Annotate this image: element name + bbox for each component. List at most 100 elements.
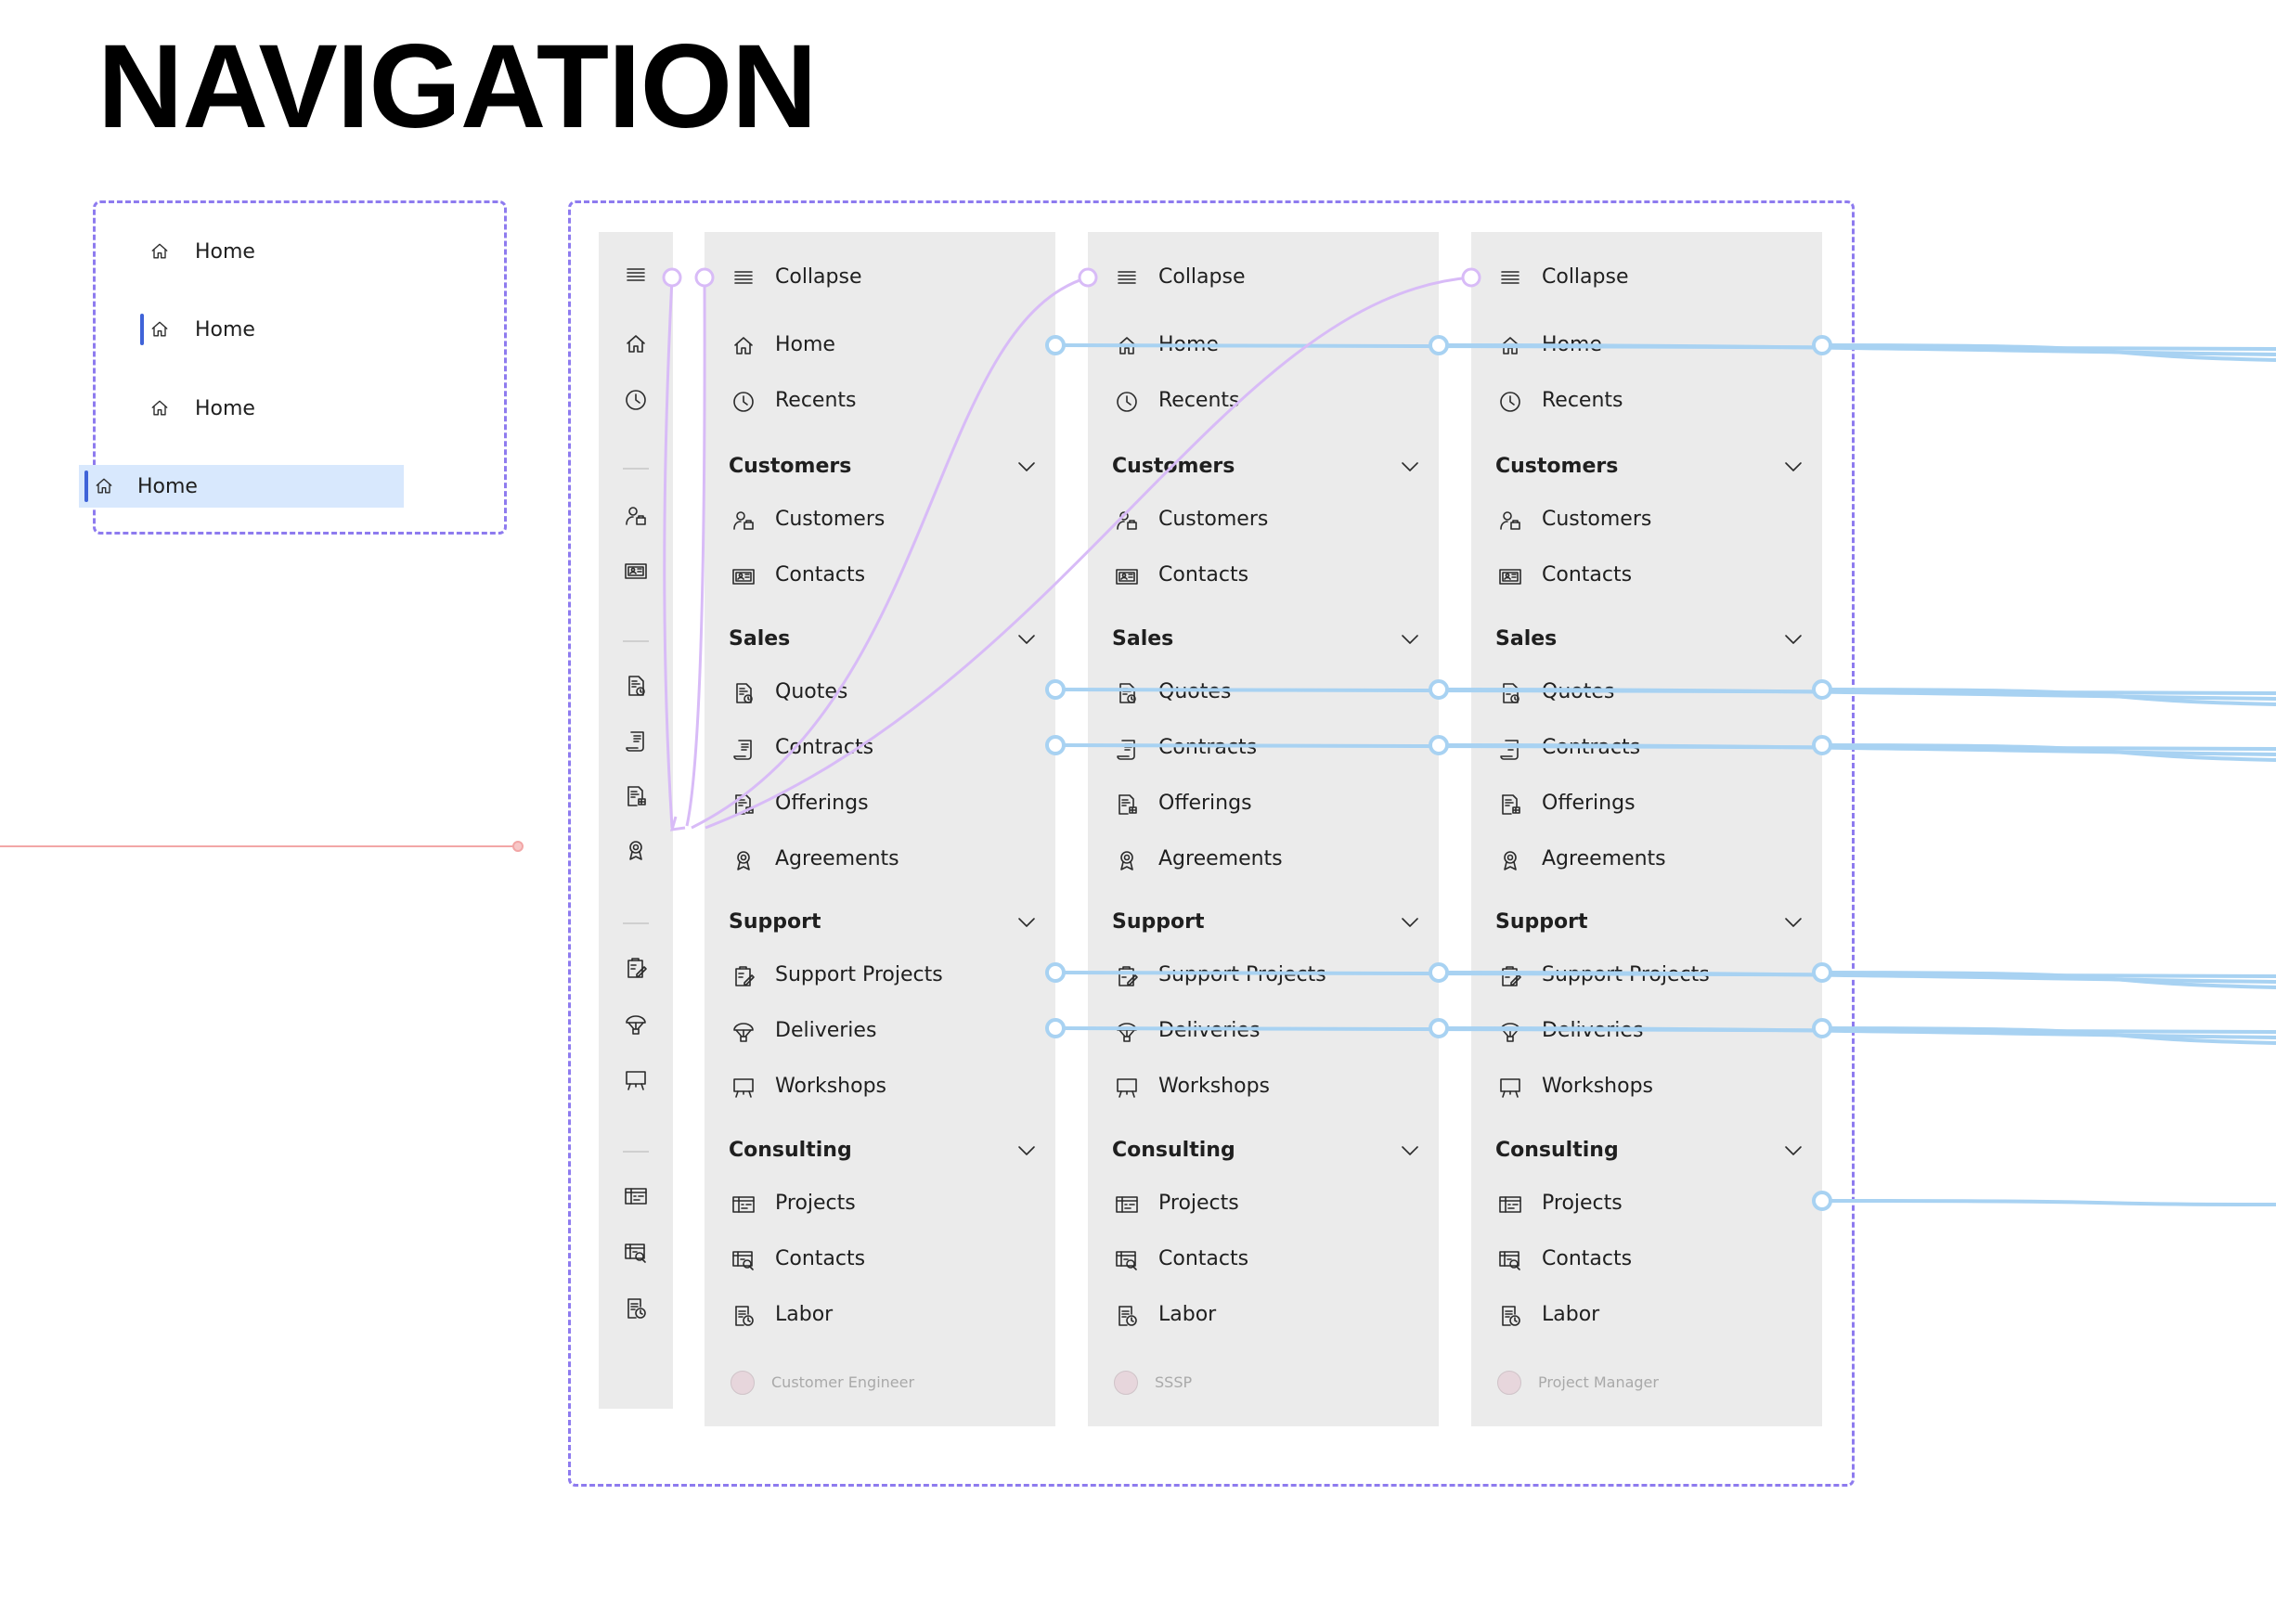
nav-item-projects[interactable]: Projects [705, 1184, 1055, 1225]
nav-item-state-selected[interactable]: Home [79, 465, 404, 508]
nav-item-state-default[interactable]: Home [56, 230, 408, 273]
nav-item-label: Labor [1158, 1303, 1217, 1326]
nav-item-agreements[interactable]: Agreements [1471, 840, 1822, 881]
clock-icon[interactable] [623, 387, 649, 413]
nav-item-contacts[interactable]: Contacts [1088, 556, 1439, 597]
nav-item-quotes[interactable]: Quotes [1471, 673, 1822, 714]
group-header-support[interactable]: Support [705, 907, 1055, 940]
nav-item-state-default[interactable]: Home [56, 387, 408, 430]
customer-icon [731, 508, 757, 534]
nav-item-labor[interactable]: Labor [705, 1295, 1055, 1336]
nav-item-customers[interactable]: Customers [1471, 500, 1822, 541]
nav-item-contracts[interactable]: Contracts [1088, 728, 1439, 769]
group-title: Sales [729, 627, 791, 651]
hamburger-icon [1114, 265, 1140, 291]
nav-item-contracts[interactable]: Contracts [1471, 728, 1822, 769]
chevron-down-icon[interactable] [1783, 912, 1804, 933]
quote-icon[interactable] [623, 673, 649, 699]
chevron-down-icon[interactable] [1783, 1141, 1804, 1161]
nav-item-support-projects[interactable]: Support Projects [1471, 956, 1822, 997]
nav-item-offerings[interactable]: Offerings [1088, 784, 1439, 825]
nav-item-deliveries[interactable]: Deliveries [1088, 1012, 1439, 1052]
nav-item-projects[interactable]: Projects [1471, 1184, 1822, 1225]
group-header-customers[interactable]: Customers [705, 451, 1055, 484]
nav-item-contacts[interactable]: Contacts [1471, 1240, 1822, 1281]
chevron-down-icon[interactable] [1016, 912, 1037, 933]
selection-indicator [140, 314, 144, 345]
nav-item-contacts[interactable]: Contacts [1088, 1240, 1439, 1281]
nav-item-deliveries[interactable]: Deliveries [705, 1012, 1055, 1052]
collapse-button[interactable]: Collapse [1088, 258, 1439, 299]
chevron-down-icon[interactable] [1400, 457, 1420, 477]
nav-item-support-projects[interactable]: Support Projects [1088, 956, 1439, 997]
nav-item-agreements[interactable]: Agreements [705, 840, 1055, 881]
nav-item-labor[interactable]: Labor [1088, 1295, 1439, 1336]
nav-item-quotes[interactable]: Quotes [1088, 673, 1439, 714]
contact-card-icon[interactable] [623, 558, 649, 584]
chevron-down-icon[interactable] [1783, 629, 1804, 650]
home-icon[interactable] [623, 331, 649, 357]
nav-item-label: Contacts [1158, 1247, 1249, 1270]
nav-item-quotes[interactable]: Quotes [705, 673, 1055, 714]
collapse-button[interactable]: Collapse [1471, 258, 1822, 299]
group-header-customers[interactable]: Customers [1088, 451, 1439, 484]
group-header-sales[interactable]: Sales [1088, 624, 1439, 657]
nav-item-label: Home [137, 474, 198, 498]
nav-item-labor[interactable]: Labor [1471, 1295, 1822, 1336]
chevron-down-icon[interactable] [1400, 912, 1420, 933]
nav-item-home[interactable]: Home [1471, 326, 1822, 367]
nav-item-offerings[interactable]: Offerings [1471, 784, 1822, 825]
chevron-down-icon[interactable] [1016, 629, 1037, 650]
agreement-icon[interactable] [623, 837, 649, 863]
nav-item-contacts[interactable]: Contacts [705, 1240, 1055, 1281]
nav-item-projects[interactable]: Projects [1088, 1184, 1439, 1225]
collapse-button[interactable]: Collapse [705, 258, 1055, 299]
nav-item-support-projects[interactable]: Support Projects [705, 956, 1055, 997]
group-header-consulting[interactable]: Consulting [1088, 1135, 1439, 1168]
nav-item-workshops[interactable]: Workshops [1088, 1067, 1439, 1108]
nav-item-home[interactable]: Home [705, 326, 1055, 367]
nav-item-contracts[interactable]: Contracts [705, 728, 1055, 769]
nav-item-recents[interactable]: Recents [1088, 381, 1439, 422]
chevron-down-icon[interactable] [1016, 1141, 1037, 1161]
workshop-icon[interactable] [623, 1067, 649, 1093]
group-header-consulting[interactable]: Consulting [705, 1135, 1055, 1168]
chevron-down-icon[interactable] [1400, 629, 1420, 650]
nav-item-agreements[interactable]: Agreements [1088, 840, 1439, 881]
support-project-icon[interactable] [623, 955, 649, 981]
group-header-sales[interactable]: Sales [705, 624, 1055, 657]
chevron-down-icon[interactable] [1016, 457, 1037, 477]
nav-item-offerings[interactable]: Offerings [705, 784, 1055, 825]
group-header-sales[interactable]: Sales [1471, 624, 1822, 657]
hamburger-icon[interactable] [623, 263, 649, 289]
nav-item-label: Workshops [775, 1075, 887, 1098]
labor-icon[interactable] [623, 1295, 649, 1321]
chevron-down-icon[interactable] [1400, 1141, 1420, 1161]
hamburger-icon [1497, 265, 1523, 291]
project-icon[interactable] [623, 1183, 649, 1209]
contract-icon[interactable] [623, 728, 649, 754]
offering-icon [1114, 792, 1140, 818]
nav-item-contacts[interactable]: Contacts [705, 556, 1055, 597]
customer-icon[interactable] [623, 503, 649, 529]
group-header-consulting[interactable]: Consulting [1471, 1135, 1822, 1168]
nav-item-home[interactable]: Home [1088, 326, 1439, 367]
group-header-customers[interactable]: Customers [1471, 451, 1822, 484]
nav-item-workshops[interactable]: Workshops [1471, 1067, 1822, 1108]
project-contact-icon[interactable] [623, 1240, 649, 1266]
nav-item-contacts[interactable]: Contacts [1471, 556, 1822, 597]
nav-item-recents[interactable]: Recents [705, 381, 1055, 422]
group-header-support[interactable]: Support [1088, 907, 1439, 940]
nav-item-customers[interactable]: Customers [705, 500, 1055, 541]
group-header-support[interactable]: Support [1471, 907, 1822, 940]
chevron-down-icon[interactable] [1783, 457, 1804, 477]
offering-icon[interactable] [623, 783, 649, 809]
nav-item-state-indicator[interactable]: Home [56, 308, 408, 351]
delivery-icon[interactable] [623, 1012, 649, 1038]
page-title: NAVIGATION [97, 20, 818, 153]
nav-item-recents[interactable]: Recents [1471, 381, 1822, 422]
nav-item-deliveries[interactable]: Deliveries [1471, 1012, 1822, 1052]
nav-item-customers[interactable]: Customers [1088, 500, 1439, 541]
contact-card-icon [1114, 563, 1140, 589]
nav-item-workshops[interactable]: Workshops [705, 1067, 1055, 1108]
